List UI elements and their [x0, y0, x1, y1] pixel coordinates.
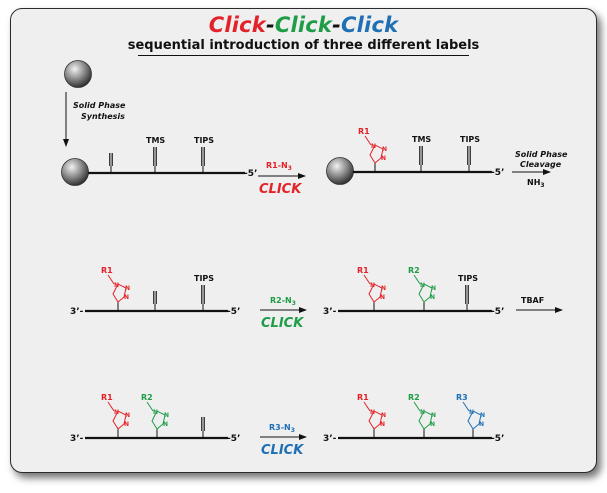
solid-support-bead — [326, 157, 354, 185]
tips-label: TIPS — [460, 135, 480, 144]
svg-text:N: N — [124, 294, 129, 301]
click-label-green: CLICK — [261, 316, 304, 331]
three-prime-label: 3’- — [70, 307, 84, 317]
svg-text:N: N — [382, 146, 387, 153]
tbaf-label: TBAF — [521, 296, 544, 305]
svg-text:N: N — [370, 282, 375, 289]
nh3-label: NH3 — [527, 178, 545, 189]
triazole-r3: N N N — [462, 401, 485, 438]
alkyne-site-tips — [467, 146, 471, 172]
label-r3: R3 — [456, 393, 468, 402]
svg-text:N: N — [420, 282, 425, 289]
tips-label: TIPS — [194, 274, 214, 283]
click-label-blue: CLICK — [261, 443, 304, 458]
subtitle-underline — [138, 55, 469, 56]
synthesis-label: Synthesis — [81, 112, 125, 121]
reagent-n3: -N — [278, 161, 288, 170]
label-r2: R2 — [408, 266, 420, 275]
diagram-panel — [10, 8, 597, 473]
svg-text:N: N — [114, 282, 119, 289]
triazole-r2: N N N — [146, 401, 169, 438]
triazole-r1: N N N — [363, 401, 386, 438]
five-prime-label: -5’ — [491, 434, 504, 444]
label-r1: R1 — [101, 266, 113, 275]
cleavage-solid-phase-label: Solid Phase — [515, 150, 568, 159]
alkyne-site — [153, 291, 157, 311]
five-prime-label: -5’ — [227, 434, 240, 444]
svg-text:N: N — [381, 155, 386, 162]
svg-text:N: N — [431, 412, 436, 419]
triazole-r1: N N N — [364, 135, 387, 172]
svg-text:N: N — [479, 421, 484, 428]
five-prime-label: -5’ — [244, 169, 257, 179]
solid-support-bead — [64, 60, 92, 88]
svg-text:N: N — [380, 421, 385, 428]
solid-support-bead — [61, 158, 89, 186]
svg-text:N: N — [420, 409, 425, 416]
five-prime-label: -5’ — [491, 168, 504, 178]
three-prime-label: 3’- — [70, 434, 84, 444]
triazole-r1: N N N — [107, 401, 130, 438]
solid-phase-label: Solid Phase — [73, 101, 126, 110]
diagram-title: Click-Click-Click — [0, 13, 607, 37]
label-r2: R2 — [408, 393, 420, 402]
title-click-blue: Click — [341, 13, 399, 37]
alkyne-site-tms — [419, 146, 423, 172]
reagent-r1-n3: R1-N3 — [266, 161, 292, 172]
click-label-red: CLICK — [259, 182, 302, 197]
svg-text:N: N — [125, 285, 130, 292]
svg-text:N: N — [164, 412, 169, 419]
svg-text:N: N — [153, 409, 158, 416]
alkyne-site-tips — [201, 285, 205, 311]
svg-text:N: N — [370, 409, 375, 416]
triazole-r1: N N N — [107, 274, 130, 311]
title-sep: - — [332, 13, 342, 37]
tips-label: TIPS — [458, 274, 478, 283]
reagent-r2-n3: R2-N3 — [270, 296, 296, 307]
five-prime-label: -5’ — [227, 307, 240, 317]
svg-text:N: N — [430, 294, 435, 301]
triazole-r2: N N N — [413, 274, 436, 311]
reagent-r3-n3: R3-N3 — [269, 423, 295, 434]
diagram-subtitle: sequential introduction of three differe… — [127, 38, 480, 53]
svg-text:N: N — [480, 412, 485, 419]
title-click-red: Click — [208, 13, 266, 37]
alkyne-site — [109, 153, 113, 173]
three-prime-label: 3’- — [323, 434, 337, 444]
svg-text:N: N — [371, 143, 376, 150]
label-r1: R1 — [357, 393, 369, 402]
svg-text:N: N — [469, 409, 474, 416]
cleavage-label: Cleavage — [520, 160, 562, 169]
tms-label: TMS — [412, 135, 431, 144]
svg-text:N: N — [124, 421, 129, 428]
svg-text:N: N — [114, 409, 119, 416]
alkyne-site-tms — [153, 147, 157, 173]
title-click-green: Click — [274, 13, 333, 37]
reagent-r1: R1 — [266, 161, 278, 170]
three-prime-label: 3’- — [323, 307, 337, 317]
triazole-r2: N N N — [413, 401, 436, 438]
alkyne-site — [201, 417, 205, 438]
triazole-r1: N N N — [363, 274, 386, 311]
alkyne-site-tips — [201, 147, 205, 173]
tips-label: TIPS — [194, 136, 214, 145]
svg-text:N: N — [125, 412, 130, 419]
svg-text:N: N — [431, 285, 436, 292]
alkyne-site-tips — [465, 285, 469, 311]
label-r1: R1 — [101, 393, 113, 402]
svg-text:N: N — [430, 421, 435, 428]
title-sep: - — [265, 13, 275, 37]
svg-text:N: N — [381, 412, 386, 419]
svg-text:N: N — [380, 294, 385, 301]
label-r1: R1 — [357, 266, 369, 275]
reagent-n3-sub: 3 — [288, 165, 292, 172]
svg-text:N: N — [381, 285, 386, 292]
label-r2: R2 — [141, 393, 153, 402]
svg-text:N: N — [163, 421, 168, 428]
tms-label: TMS — [146, 136, 165, 145]
label-r1: R1 — [358, 127, 370, 136]
five-prime-label: -5’ — [491, 307, 504, 317]
